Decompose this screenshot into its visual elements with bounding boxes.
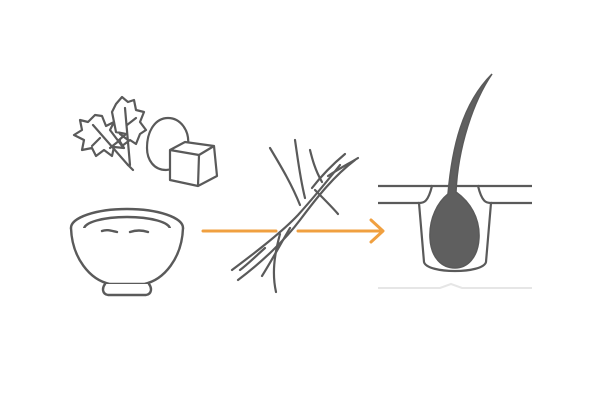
process-arrow	[201, 218, 385, 244]
broken-hair-strands-icon	[230, 138, 360, 294]
sugar-cube-icon	[168, 140, 219, 188]
herb-leaves-icon	[72, 95, 148, 172]
bowl-icon	[69, 207, 185, 297]
skin-base-line	[378, 282, 532, 289]
hair-follicle-icon	[378, 73, 532, 289]
